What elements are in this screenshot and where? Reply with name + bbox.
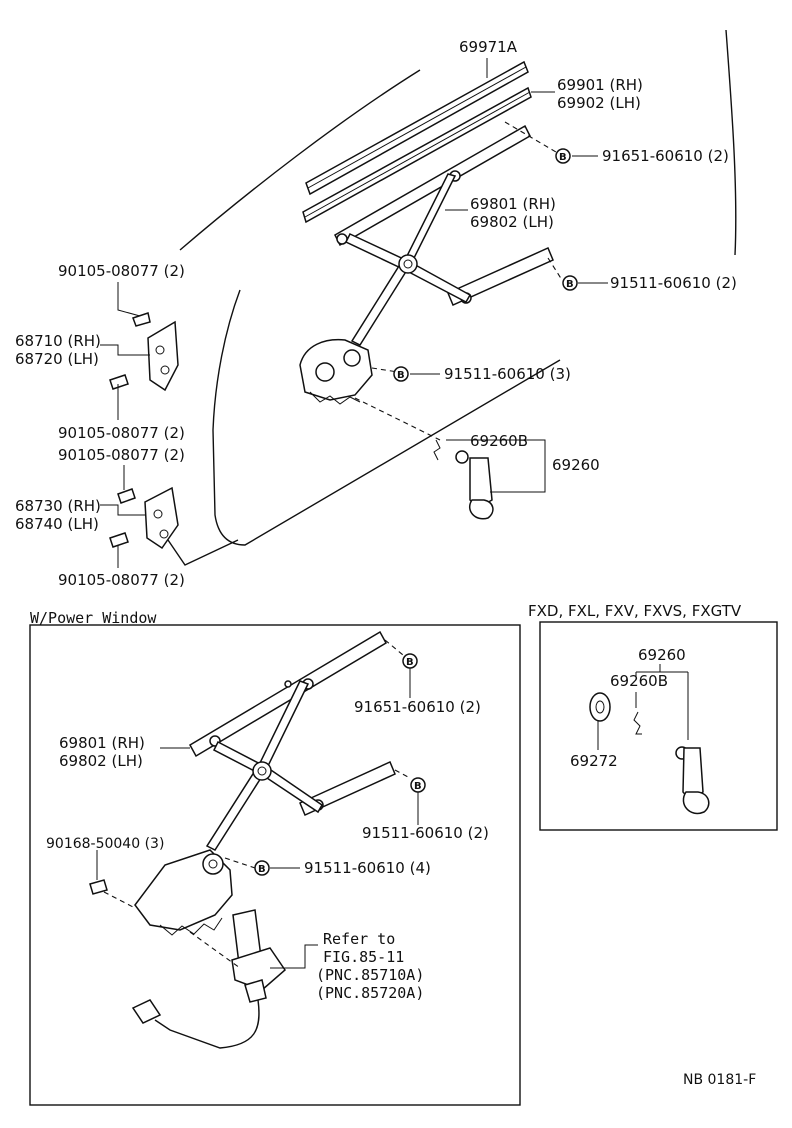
variant-title: FXD, FXL, FXV, FXVS, FXGTV [528,602,742,620]
refer-line-1: Refer to [323,930,395,948]
svg-text:B: B [414,781,422,792]
svg-text:B: B [559,152,567,163]
leader-dash [394,769,411,779]
bolt-marker: B [562,275,578,291]
reference-code: NB 0181-F [683,1072,756,1088]
label-90168: 90168-50040 (3) [46,836,164,852]
leader-dash [103,891,136,909]
leader-dash [354,397,441,441]
window-regulator-power [134,630,396,936]
svg-text:B: B [406,657,414,668]
label-68720-lh: 68720 (LH) [15,350,99,368]
label-91511-top-3: 91511-60610 (3) [444,365,571,383]
bolt-marker: B [254,860,270,876]
leader-line [100,344,150,356]
power-window-motor [131,909,286,1049]
leader-dash [371,367,399,373]
leader-line [446,439,546,493]
svg-text:B: B [258,864,266,875]
window-handle-spring-clip [633,711,642,735]
handle-washer-69272 [589,692,611,722]
label-68710-rh: 68710 (RH) [15,332,101,350]
label-91651-top: 91651-60610 (2) [602,147,729,165]
bolt-marker: B [555,148,571,164]
window-handle-variant [675,746,710,815]
label-68740-lh: 68740 (LH) [15,515,99,533]
refer-line-4: (PNC.85720A) [316,984,424,1002]
leader-dash [504,121,557,153]
window-handle-69260 [433,439,494,520]
door-panel-outline [167,29,737,566]
variant-frame [539,621,778,831]
leader-line [270,944,318,969]
bolt-marker: B [402,653,418,669]
svg-text:B: B [397,370,405,381]
power-window-title: W/Power Window [30,609,157,627]
window-regulator-manual [299,124,554,405]
label-91511-pw-2: 91511-60610 (2) [362,824,489,842]
leader-line [117,282,141,317]
label-91511-top-2: 91511-60610 (2) [610,274,737,292]
label-69260b-top: 69260B [470,432,528,450]
bolt-marker: B [410,777,426,793]
label-69801-pw: 69801 (RH) [59,734,145,752]
label-68730-rh: 68730 (RH) [15,497,101,515]
window-channel-69971a [305,60,529,196]
refer-line-3: (PNC.85710A) [316,966,424,984]
leader-dash [547,257,563,281]
label-90105-c: 90105-08077 (2) [58,446,185,464]
bolt-90168 [89,879,108,895]
door-hinge-upper [109,312,179,392]
leader-dash [384,639,404,656]
refer-line-2: FIG.85-11 [323,948,404,966]
label-90105-b: 90105-08077 (2) [58,424,185,442]
label-91651-pw: 91651-60610 (2) [354,698,481,716]
door-hinge-lower [109,486,179,550]
label-91511-pw-4: 91511-60610 (4) [304,859,431,877]
leader-dash [224,857,256,869]
label-69902-lh: 69902 (LH) [557,94,641,112]
power-window-frame [29,624,521,1106]
svg-text:B: B [566,279,574,290]
leader-line [635,664,689,740]
label-69802-pw: 69802 (LH) [59,752,143,770]
label-90105-a: 90105-08077 (2) [58,262,185,280]
window-channel-69901 [302,86,532,224]
label-69260-var: 69260 [638,646,686,664]
label-69272: 69272 [570,752,618,770]
label-69802-top: 69802 (LH) [470,213,554,231]
bolt-marker: B [393,366,409,382]
label-90105-d: 90105-08077 (2) [58,571,185,589]
label-69260b-var: 69260B [610,672,668,690]
label-69260-top: 69260 [552,456,600,474]
label-69901-rh: 69901 (RH) [557,76,643,94]
leader-dash [189,931,241,969]
label-69801-top: 69801 (RH) [470,195,556,213]
label-69971a: 69971A [459,38,518,56]
leader-line [100,504,145,516]
